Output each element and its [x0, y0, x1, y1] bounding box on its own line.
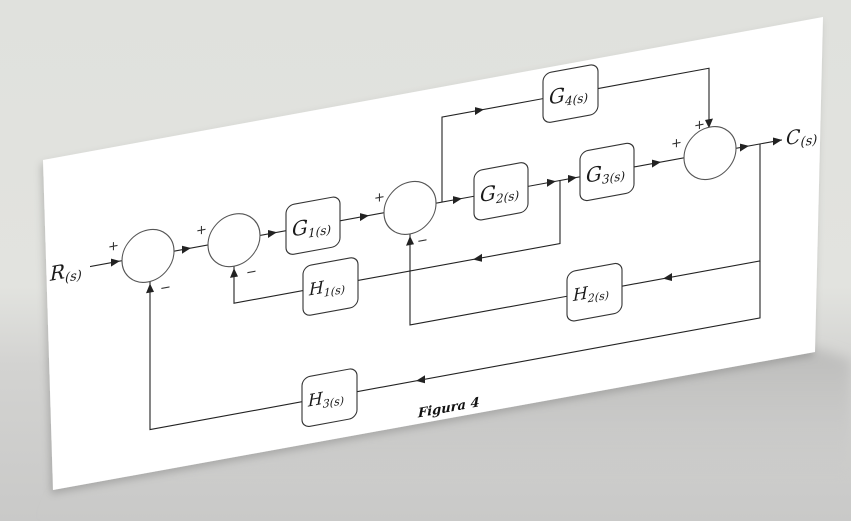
- block-h2[interactable]: H2(s): [566, 262, 623, 322]
- svg-text:G1(s): G1(s): [292, 211, 331, 244]
- svg-text:H2(s): H2(s): [572, 280, 609, 309]
- svg-text:G4(s): G4(s): [549, 78, 588, 111]
- arrow-output-a: [740, 143, 749, 152]
- arrow-to-s3: [406, 235, 414, 246]
- arrow-s2-g1: [268, 229, 277, 238]
- sign-plus: +: [671, 135, 682, 152]
- svg-text:G3(s): G3(s): [586, 157, 625, 190]
- paper-sheet: [43, 17, 823, 490]
- block-label-base: G: [586, 161, 602, 188]
- summing-junction-2: + −: [196, 213, 261, 281]
- output-label-base: C: [786, 125, 801, 151]
- wire-h2-to-s3: [409, 233, 567, 326]
- sign-plus: +: [694, 117, 705, 134]
- arrow-to-s1: [146, 283, 154, 294]
- summing-junction-4: + +: [671, 117, 737, 181]
- output-label-sub: (s): [801, 133, 818, 151]
- arrow-g2-g3-b: [568, 175, 577, 184]
- sign-plus: +: [196, 222, 207, 239]
- block-label-sub: 3(s): [602, 169, 625, 187]
- arrow-g2-g3-a: [547, 178, 556, 187]
- wire-h1-loop: [358, 180, 561, 282]
- block-label-sub: 1(s): [324, 283, 345, 300]
- arrow-to-g4: [475, 107, 484, 116]
- block-label-base: G: [292, 215, 308, 242]
- sign-minus: −: [246, 264, 257, 281]
- block-g1[interactable]: G1(s): [285, 196, 341, 256]
- arrow-input: [111, 258, 120, 267]
- block-label-base: G: [549, 83, 565, 110]
- svg-text:G2(s): G2(s): [480, 176, 519, 209]
- block-label-base: H: [307, 389, 324, 412]
- summing-junction-1: + −: [108, 228, 175, 297]
- arrow-h3-loop: [416, 375, 425, 384]
- arrow-to-s2: [230, 268, 238, 278]
- input-label-base: R: [49, 259, 65, 286]
- block-h1[interactable]: H1(s): [302, 256, 359, 316]
- block-label-base: H: [572, 283, 589, 306]
- arrow-g1-s3: [360, 213, 369, 222]
- input-label: R(s): [49, 256, 82, 289]
- arrow-g3-s4: [652, 159, 661, 168]
- block-g4[interactable]: G4(s): [542, 64, 599, 124]
- arrow-s3-g2: [453, 196, 462, 205]
- wire-h3-loop: [357, 260, 761, 393]
- sign-minus: −: [160, 280, 171, 297]
- block-label-base: G: [480, 180, 496, 207]
- arrow-s1-s2: [182, 245, 191, 254]
- sign-plus: +: [108, 238, 119, 255]
- block-g3[interactable]: G3(s): [579, 142, 635, 202]
- block-g2[interactable]: G2(s): [473, 161, 529, 221]
- summing-junction-3: + −: [374, 180, 437, 250]
- wire-branch-g4: [441, 98, 543, 203]
- svg-text:H1(s): H1(s): [308, 274, 345, 303]
- block-label-sub: 3(s): [323, 394, 344, 411]
- wire-h3-to-s1: [149, 281, 302, 431]
- wire-g4-s4: [598, 67, 710, 130]
- block-diagram: + − + − + − + + G1(s) G2(s) G3(s: [49, 64, 817, 431]
- arrow-g4-s4: [705, 118, 713, 129]
- block-label-base: H: [308, 278, 325, 301]
- arrow-output-b: [773, 137, 782, 146]
- block-label-sub: 1(s): [308, 222, 331, 240]
- block-h3[interactable]: H3(s): [301, 368, 358, 428]
- arrow-h1-loop: [473, 253, 482, 262]
- sign-plus: +: [374, 190, 385, 207]
- output-label: C(s): [786, 122, 817, 154]
- input-label-sub: (s): [65, 268, 82, 286]
- svg-text:H3(s): H3(s): [307, 385, 344, 414]
- block-label-sub: 2(s): [495, 188, 519, 206]
- block-label-sub: 2(s): [587, 289, 609, 306]
- wire-h1-to-s2: [233, 266, 303, 304]
- block-label-sub: 4(s): [564, 90, 588, 108]
- arrow-h2-loop: [663, 273, 672, 282]
- sign-minus: −: [417, 233, 428, 250]
